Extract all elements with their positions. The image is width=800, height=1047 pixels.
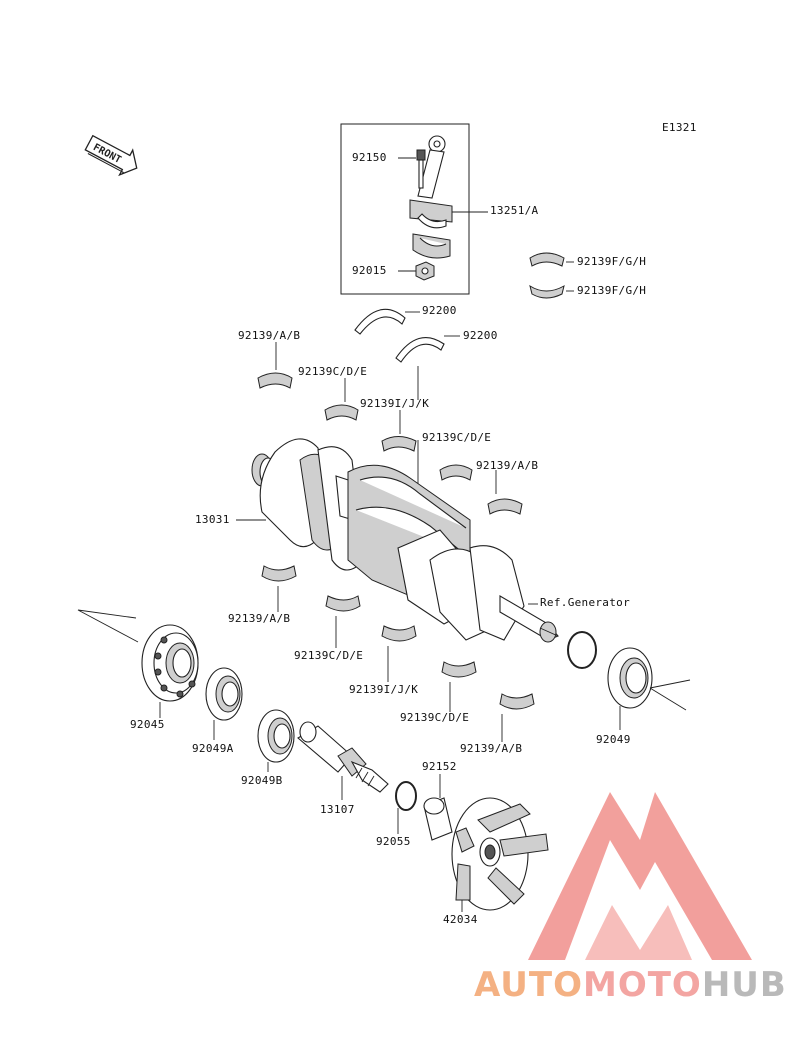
watermark-auto: AUTO (474, 965, 583, 1005)
bearing-shell-fgh-2 (529, 284, 565, 299)
watermark-moto: MOTO (582, 965, 702, 1005)
o-ring-92055 (395, 781, 417, 811)
bolt-92150 (416, 149, 426, 189)
label-92139fgh-2: 92139F/G/H (577, 284, 647, 297)
label-92049b: 92049B (241, 774, 283, 787)
label-92152: 92152 (422, 760, 457, 773)
nut-92015 (415, 261, 435, 281)
oil-seal-92049a (205, 667, 243, 721)
label-92150: 92150 (352, 151, 387, 164)
label-92139ab-3: 92139/A/B (228, 612, 291, 625)
connecting-rod (409, 135, 453, 229)
bearing-shell-ab-upper-left (257, 372, 293, 389)
label-92139cde-3: 92139C/D/E (294, 649, 364, 662)
bearing-shell-ijk-upper (381, 436, 417, 452)
crankshaft (251, 438, 559, 643)
label-13251-a: 13251/A (490, 204, 539, 217)
bearing-shell-ab-lower-left (261, 565, 297, 582)
collar-92152 (423, 797, 453, 841)
bearing-shell-cde-lower-2 (441, 661, 477, 678)
connecting-rod-box (340, 123, 470, 295)
bearing-shell-cde-upper-1 (324, 404, 359, 421)
label-92055: 92055 (376, 835, 411, 848)
thrust-washer-92200-2 (395, 336, 445, 363)
figure-code: E1321 (662, 121, 697, 134)
bearing-shell-cde-upper-2 (439, 464, 473, 481)
label-92139ijk-1: 92139I/J/K (360, 397, 430, 410)
shaft-13107 (297, 721, 389, 793)
label-92045: 92045 (130, 718, 165, 731)
label-92139fgh-1: 92139F/G/H (577, 255, 647, 268)
label-ref-generator: Ref.Generator (540, 596, 630, 609)
label-92139ab-2: 92139/A/B (476, 459, 539, 472)
label-92049: 92049 (596, 733, 631, 746)
bearing-shell-cde-lower-1 (325, 595, 361, 612)
label-92139ijk-2: 92139I/J/K (349, 683, 419, 696)
oil-seal-92049 (607, 647, 653, 709)
ball-bearing-92045 (141, 624, 199, 702)
label-92015: 92015 (352, 264, 387, 277)
watermark-hub: HUB (701, 965, 787, 1005)
label-92139cde-1: 92139C/D/E (298, 365, 368, 378)
label-92200-2: 92200 (463, 329, 498, 342)
label-92139ab-1: 92139/A/B (238, 329, 301, 342)
label-92139cde-2: 92139C/D/E (422, 431, 492, 444)
watermark-logo (528, 792, 752, 960)
front-arrow-icon: FRONT (84, 134, 138, 177)
o-ring-ref-generator (567, 631, 597, 669)
bearing-shell-ab-lower-right (499, 693, 535, 710)
bearing-shell-ijk-lower (381, 625, 417, 642)
rod-cap (412, 233, 451, 259)
label-92139cde-4: 92139C/D/E (400, 711, 470, 724)
label-92049a: 92049A (192, 742, 234, 755)
thrust-washer-92200-1 (354, 308, 406, 335)
label-13107: 13107 (320, 803, 355, 816)
label-92139ab-4: 92139/A/B (460, 742, 523, 755)
bearing-shell-fgh-1 (529, 252, 565, 267)
label-13031: 13031 (195, 513, 230, 526)
bearing-shell-ab-upper-right (487, 498, 523, 515)
oil-seal-92049b (257, 709, 295, 763)
coupling-42034 (451, 797, 549, 911)
label-92200-1: 92200 (422, 304, 457, 317)
label-42034: 42034 (443, 913, 478, 926)
watermark-text: AUTOMOTOHUB (474, 965, 787, 1005)
